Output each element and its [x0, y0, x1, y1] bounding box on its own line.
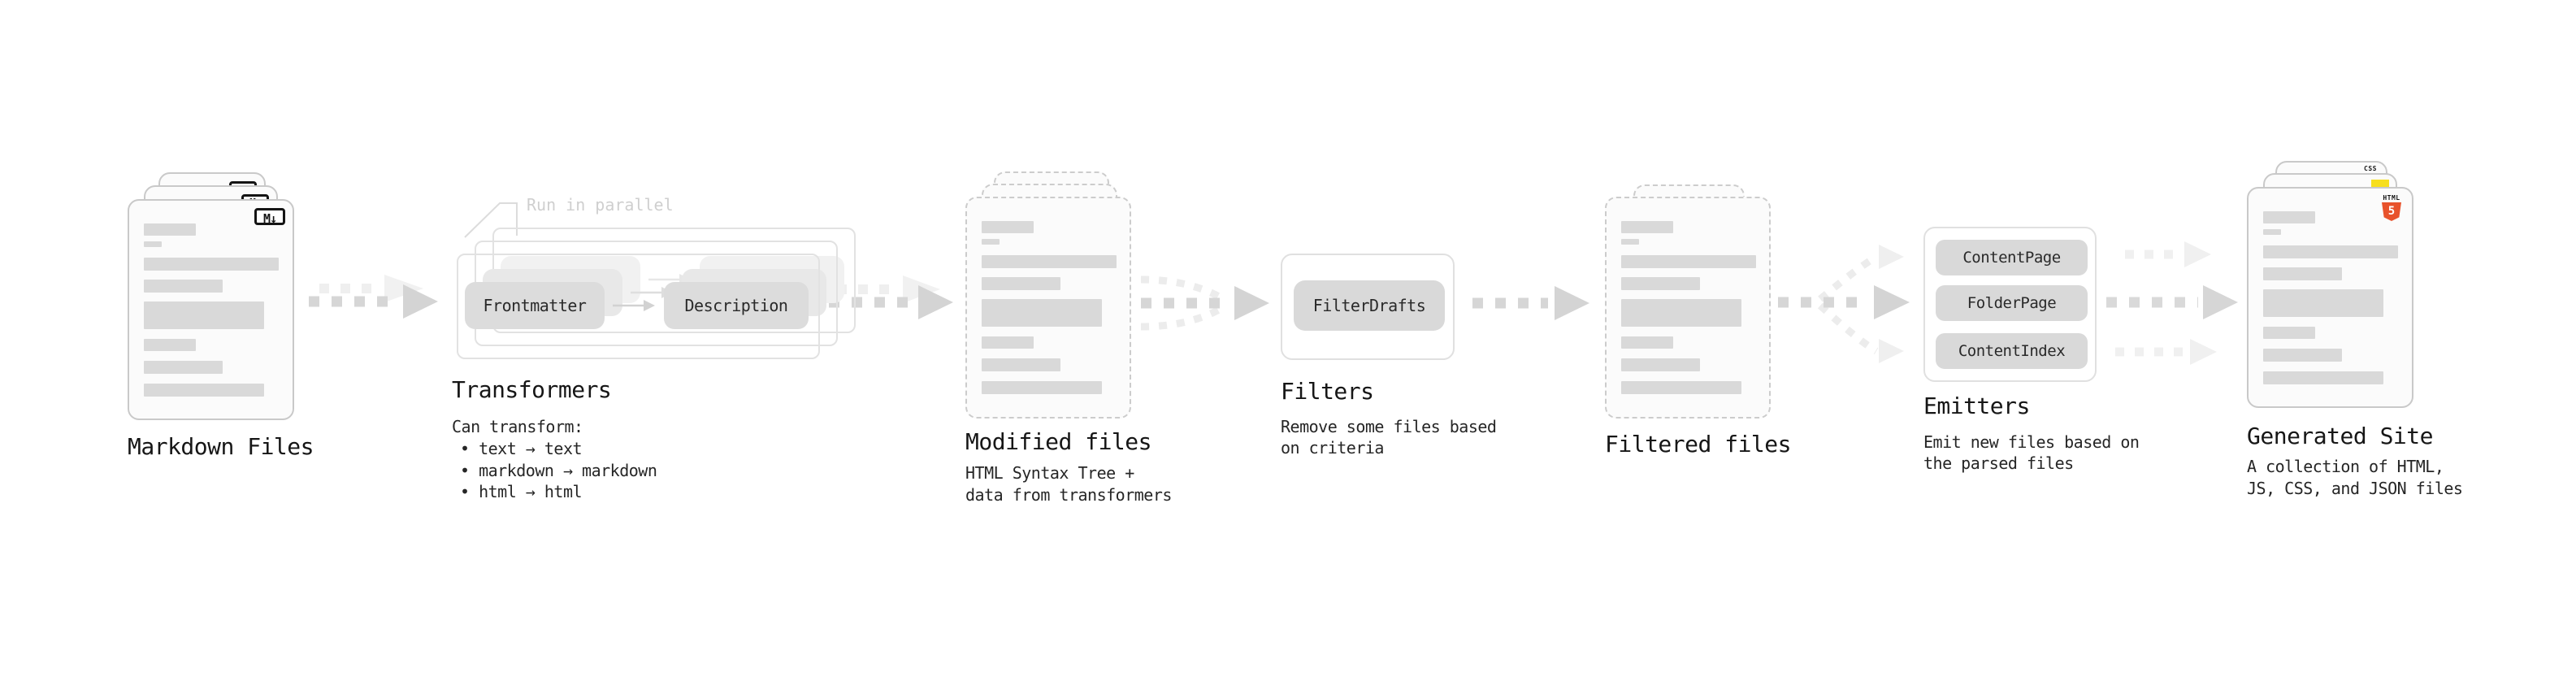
placeholder-bar	[144, 223, 196, 236]
stage-subtitle: data from transformers	[965, 485, 1172, 505]
stage-filters: FilterDrafts Filters Remove some files b…	[1281, 254, 1497, 481]
stage-title: Modified files	[965, 428, 1152, 455]
document-card: HTML 5	[2247, 187, 2413, 408]
stage-filtered-files: Filtered files	[1605, 161, 1816, 518]
placeholder-bar	[1621, 336, 1673, 349]
placeholder-bar	[2263, 327, 2315, 339]
placeholder-bar	[982, 277, 1060, 290]
placeholder-bar	[144, 361, 223, 374]
placeholder-bar	[2263, 267, 2342, 280]
transformer-pill-description: Description	[664, 282, 809, 329]
stage-subtitle: Remove some files based	[1281, 417, 1497, 436]
stage-subtitle: A collection of HTML,	[2247, 457, 2444, 476]
pill-arrow-icon	[613, 300, 655, 311]
stage-emitters: ContentPage FolderPage ContentIndex Emit…	[1923, 227, 2140, 487]
stage-subtitle: on criteria	[1281, 438, 1384, 458]
placeholder-bar	[2263, 371, 2383, 384]
placeholder-bar	[982, 239, 1000, 245]
placeholder-bar	[1621, 255, 1756, 268]
placeholder-bar	[982, 221, 1034, 233]
bullet-item: • text → text	[460, 439, 583, 458]
placeholder-bar	[2263, 245, 2398, 258]
placeholder-bar	[1621, 358, 1700, 371]
placeholder-bar	[2263, 349, 2342, 362]
stage-title: Filtered files	[1605, 431, 1792, 458]
bullet-item: • html → html	[460, 482, 583, 501]
stage-title: Filters	[1281, 378, 1374, 405]
placeholder-bar	[982, 336, 1034, 349]
markdown-icon: M↓	[254, 208, 285, 226]
stage-subtitle: JS, CSS, and JSON files	[2247, 479, 2463, 498]
stage-title: Emitters	[1923, 393, 2030, 419]
stage-markdown-files: M↓ M↓ M↓ Markdown Files	[128, 161, 339, 518]
document-card: M↓	[128, 199, 294, 420]
emitter-pill-contentindex: ContentIndex	[1936, 333, 2088, 369]
placeholder-bar	[2263, 289, 2383, 317]
placeholder-bar	[1621, 221, 1673, 233]
placeholder-bar	[1621, 299, 1741, 327]
stage-title: Generated Site	[2247, 423, 2434, 449]
annotation-run-in-parallel: Run in parallel	[527, 195, 674, 215]
placeholder-bar	[144, 301, 264, 329]
stage-subtitle: HTML Syntax Tree +	[965, 463, 1134, 483]
emitters-box: ContentPage FolderPage ContentIndex	[1923, 227, 2097, 382]
stage-transformers: Run in parallel Frontmatter Description …	[452, 193, 856, 518]
placeholder-bar	[1621, 381, 1741, 394]
stage-title: Markdown Files	[128, 433, 314, 460]
placeholder-bar	[144, 339, 196, 351]
placeholder-bar	[1621, 277, 1700, 290]
placeholder-bar	[2263, 229, 2281, 235]
placeholder-bar	[982, 299, 1102, 327]
document-card	[1605, 197, 1771, 419]
placeholder-bar	[144, 241, 162, 247]
stage-subtitle: Can transform:	[452, 417, 583, 436]
placeholder-bar	[982, 255, 1117, 268]
placeholder-bar	[2263, 211, 2315, 223]
stage-modified-files: Modified files HTML Syntax Tree + data f…	[965, 161, 1193, 518]
emitter-pill-contentpage: ContentPage	[1936, 240, 2088, 275]
bullet-item: • markdown → markdown	[460, 461, 657, 480]
placeholder-bar	[982, 358, 1060, 371]
transformer-pill-frontmatter: Frontmatter	[465, 282, 605, 329]
stage-title: Transformers	[452, 376, 612, 403]
placeholder-bar	[982, 381, 1102, 394]
placeholder-bar	[144, 280, 223, 293]
placeholder-bar	[144, 258, 279, 271]
placeholder-bar	[144, 384, 264, 397]
document-card	[965, 197, 1131, 419]
stage-subtitle: the parsed files	[1923, 453, 2074, 473]
stage-subtitle: Emit new files based on	[1923, 432, 2140, 452]
stage-generated-site: CSS HTML 5 Generated Site A collection o…	[2247, 161, 2474, 518]
emitter-pill-folderpage: FolderPage	[1936, 285, 2088, 321]
placeholder-bar	[1621, 239, 1639, 245]
filters-box: FilterDrafts	[1281, 254, 1455, 360]
transformer-card: Frontmatter Description	[457, 254, 820, 359]
filter-pill-filterdrafts: FilterDrafts	[1294, 280, 1445, 331]
html5-icon: HTML 5	[2381, 195, 2402, 221]
